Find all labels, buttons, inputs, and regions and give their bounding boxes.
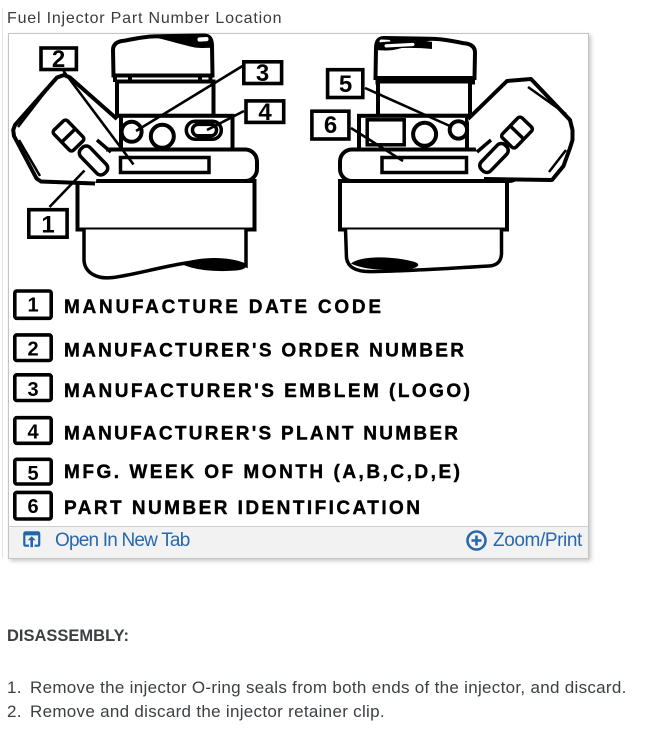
svg-text:MANUFACTURER'S PLANT NUMBER: MANUFACTURER'S PLANT NUMBER <box>64 424 458 445</box>
svg-text:MANUFACTURE DATE CODE: MANUFACTURE DATE CODE <box>64 297 381 318</box>
svg-text:4: 4 <box>258 99 272 126</box>
svg-text:1: 1 <box>41 212 54 239</box>
svg-text:6: 6 <box>27 496 38 518</box>
svg-text:4: 4 <box>27 422 39 444</box>
svg-text:MANUFACTURER'S EMBLEM (LOGO): MANUFACTURER'S EMBLEM (LOGO) <box>64 381 470 402</box>
svg-text:2: 2 <box>52 46 65 73</box>
svg-text:3: 3 <box>27 379 38 401</box>
svg-text:3: 3 <box>256 60 269 87</box>
svg-text:PART NUMBER IDENTIFICATION: PART NUMBER IDENTIFICATION <box>64 498 420 519</box>
svg-text:5: 5 <box>339 71 352 98</box>
svg-text:6: 6 <box>324 112 337 139</box>
svg-text:MFG. WEEK OF MONTH (A,B,C,D,E): MFG. WEEK OF MONTH (A,B,C,D,E) <box>64 462 460 483</box>
svg-text:5: 5 <box>27 463 38 485</box>
svg-text:2: 2 <box>27 339 38 361</box>
svg-text:1: 1 <box>27 295 38 317</box>
svg-text:MANUFACTURER'S ORDER NUMBER: MANUFACTURER'S ORDER NUMBER <box>64 341 464 362</box>
